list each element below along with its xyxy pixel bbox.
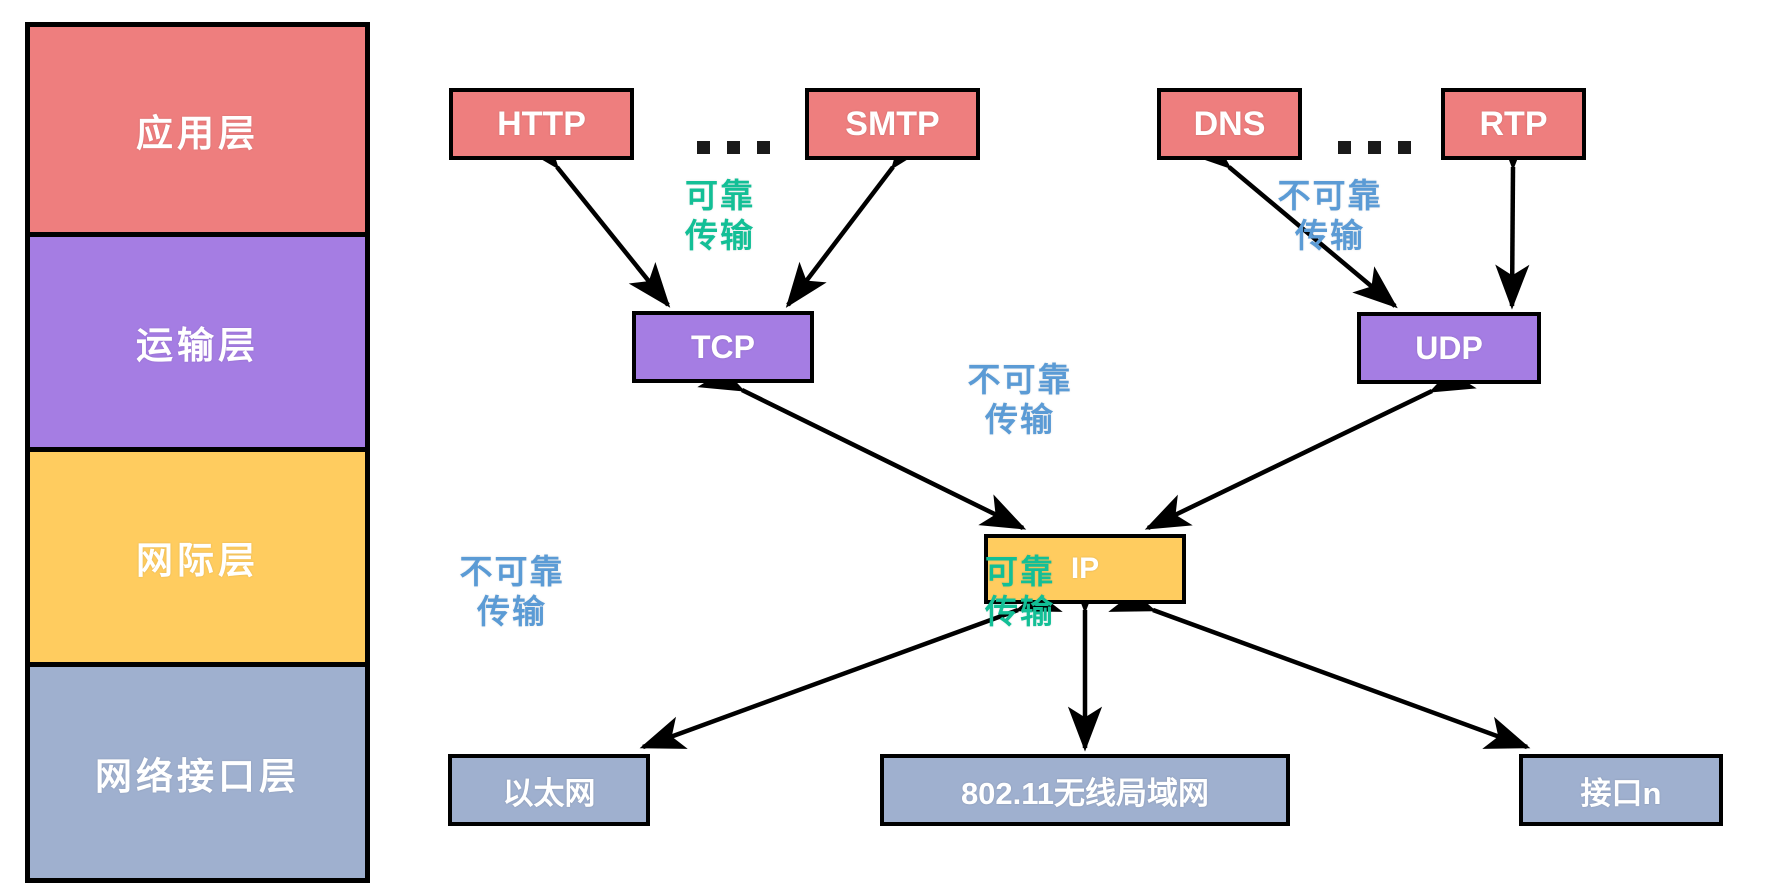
- ellipsis-dot: [1398, 141, 1411, 154]
- layer-network-interface: 网络接口层: [30, 662, 365, 878]
- protocol-box-rtp[interactable]: RTP: [1441, 88, 1586, 160]
- ellipsis-dot: [1338, 141, 1351, 154]
- ellipsis-right: [1338, 141, 1411, 154]
- protocol-box-http[interactable]: HTTP: [449, 88, 634, 160]
- ellipsis-dot: [697, 141, 710, 154]
- layer-application: 应用层: [30, 27, 365, 232]
- protocol-box-tcp[interactable]: TCP: [632, 311, 814, 383]
- layer-transport: 运输层: [30, 232, 365, 447]
- ellipsis-dot: [727, 141, 740, 154]
- protocol-box-ip[interactable]: IP: [984, 534, 1186, 604]
- ellipsis-dot: [1368, 141, 1381, 154]
- ellipsis-dot: [757, 141, 770, 154]
- annotation-ip-unreliable: 不可靠 传输: [967, 361, 1073, 439]
- annotation-wlan-reliable: 可靠 传输: [985, 553, 1055, 631]
- ellipsis-left: [697, 141, 770, 154]
- protocol-box-wlan[interactable]: 802.11无线局域网: [880, 754, 1290, 826]
- layer-stack: 应用层 运输层 网际层 网络接口层: [25, 22, 370, 883]
- protocol-box-ethernet[interactable]: 以太网: [448, 754, 650, 826]
- layer-internet: 网际层: [30, 447, 365, 662]
- protocol-box-smtp[interactable]: SMTP: [805, 88, 980, 160]
- protocol-box-udp[interactable]: UDP: [1357, 312, 1541, 384]
- protocol-box-dns[interactable]: DNS: [1157, 88, 1302, 160]
- annotation-tcp-reliable: 可靠 传输: [685, 177, 755, 255]
- protocol-box-interface-n[interactable]: 接口n: [1519, 754, 1723, 826]
- annotation-ethernet-unreliable: 不可靠 传输: [459, 553, 565, 631]
- annotation-udp-unreliable: 不可靠 传输: [1277, 177, 1383, 255]
